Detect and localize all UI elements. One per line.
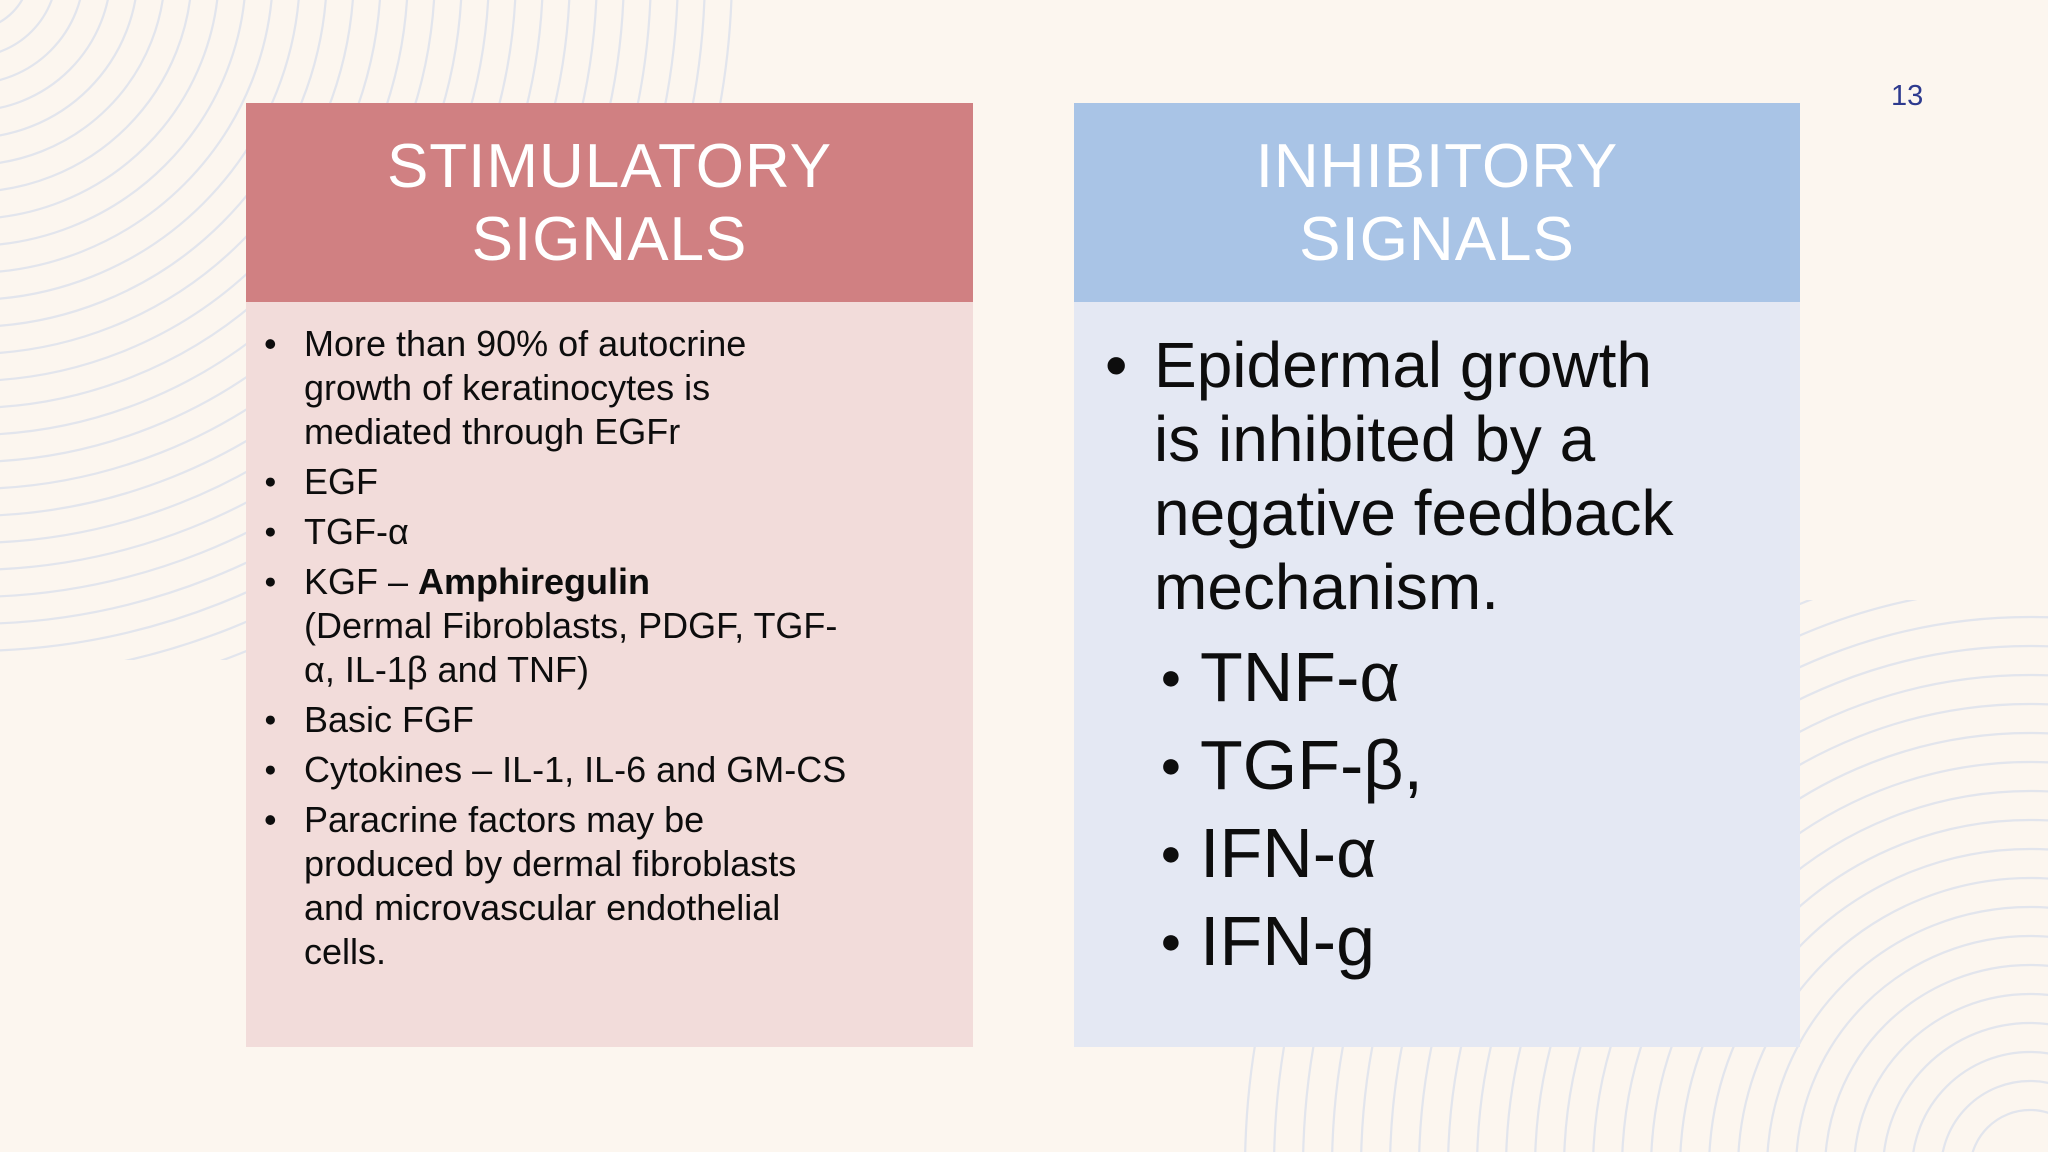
text-segment: KGF – — [304, 561, 419, 602]
text-line: α, IL-1β and TNF) — [304, 649, 589, 690]
list-item: ● TNF-α — [1160, 640, 1772, 714]
bullet-icon: ● — [1160, 744, 1182, 785]
text-line: negative feedback — [1154, 477, 1674, 549]
bullet-icon: ● — [264, 520, 277, 543]
list-item: ● TGF-α — [262, 510, 949, 554]
stimulatory-panel: STIMULATORY SIGNALS • More than 90% of a… — [246, 103, 973, 1047]
stimulatory-body: • More than 90% of autocrine growth of k… — [246, 302, 973, 1047]
stimulatory-title-line: SIGNALS — [471, 204, 748, 274]
bullet-icon: • — [264, 799, 277, 840]
text-line: KGF – Amphiregulin — [304, 560, 949, 604]
text-line: IFN-α — [1200, 814, 1377, 892]
text-line: IFN-g — [1200, 902, 1375, 980]
bullet-icon: ● — [264, 470, 277, 493]
inhibitory-header: INHIBITORY SIGNALS — [1074, 103, 1800, 302]
text-line: More than 90% of autocrine — [304, 323, 747, 364]
list-item: ● TGF-β, — [1160, 728, 1772, 802]
stimulatory-header: STIMULATORY SIGNALS — [246, 103, 973, 302]
text-line: growth of keratinocytes is — [304, 367, 711, 408]
bullet-icon: ● — [264, 570, 277, 593]
list-item: ● IFN-g — [1160, 904, 1772, 978]
bullet-icon: ● — [264, 758, 277, 781]
bullet-icon: ● — [1160, 656, 1182, 697]
text-line: EGF — [304, 461, 379, 502]
bullet-icon: ● — [264, 708, 277, 731]
list-item: ● Cytokines – IL-1, IL-6 and GM-CS — [262, 748, 949, 792]
text-segment-bold: Amphiregulin — [418, 561, 651, 602]
list-item: • More than 90% of autocrine growth of k… — [262, 322, 949, 454]
bullet-icon: ● — [1160, 920, 1182, 961]
page-number: 13 — [1891, 80, 1924, 112]
inhibitory-body: • Epidermal growth is inhibited by a neg… — [1074, 302, 1800, 1047]
bullet-icon: • — [264, 323, 277, 364]
list-item: ● KGF – Amphiregulin (Dermal Fibroblasts… — [262, 560, 949, 692]
text-line: and microvascular endothelial — [304, 887, 781, 928]
inhibitory-title-line: INHIBITORY — [1255, 131, 1619, 201]
text-line: produced by dermal fibroblasts — [304, 843, 797, 884]
text-line: TGF-α — [304, 511, 409, 552]
text-line: Cytokines – IL-1, IL-6 and GM-CS — [304, 749, 847, 790]
bullet-icon: ● — [1160, 832, 1182, 873]
text-line: cells. — [304, 931, 387, 972]
list-item: ● IFN-α — [1160, 816, 1772, 890]
text-line: mediated through EGFr — [304, 411, 681, 452]
text-line: TNF-α — [1200, 638, 1400, 716]
list-item: • Paracrine factors may be produced by d… — [262, 798, 949, 974]
text-line: (Dermal Fibroblasts, PDGF, TGF- — [304, 605, 838, 646]
text-line: Paracrine factors may be — [304, 799, 705, 840]
stimulatory-title-line: STIMULATORY — [386, 131, 833, 201]
text-line: Basic FGF — [304, 699, 475, 740]
inhibitory-title-line: SIGNALS — [1299, 204, 1575, 274]
inhibitory-panel: INHIBITORY SIGNALS • Epidermal growth is… — [1074, 103, 1800, 1047]
list-item: ● Basic FGF — [262, 698, 949, 742]
bullet-icon: • — [1105, 329, 1128, 401]
text-line: mechanism. — [1154, 551, 1499, 623]
text-line: TGF-β, — [1200, 726, 1423, 804]
text-line: is inhibited by a — [1154, 403, 1596, 475]
text-line: Epidermal growth — [1154, 329, 1652, 401]
list-item: • Epidermal growth is inhibited by a neg… — [1104, 328, 1772, 624]
list-item: ● EGF — [262, 460, 949, 504]
